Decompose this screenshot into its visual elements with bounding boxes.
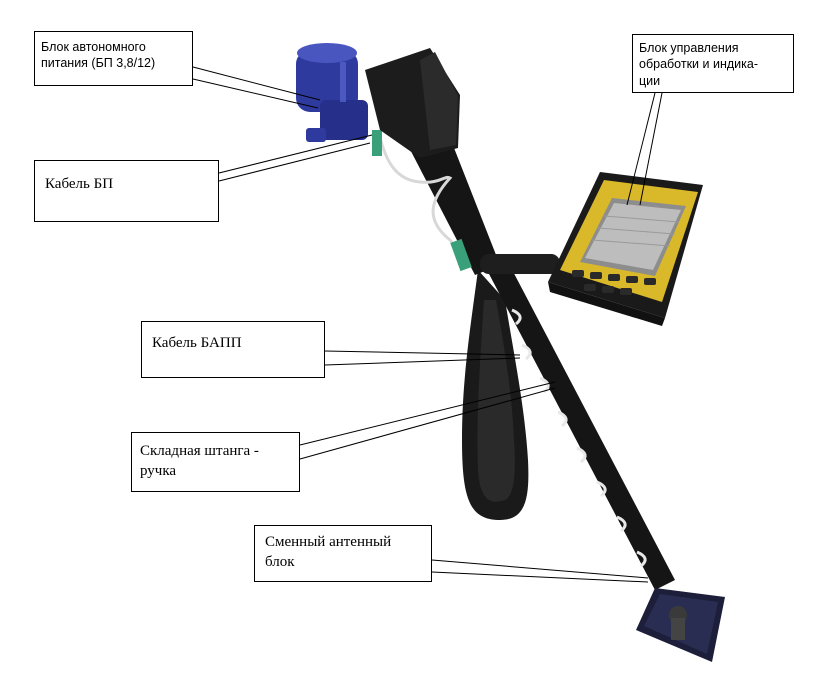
power-cable-connector xyxy=(372,130,382,156)
leader-bapp-cable xyxy=(324,350,521,356)
callout-control-block-label: Блок управления обработки и индика- ции xyxy=(639,41,758,88)
leader-control-block-2 xyxy=(639,92,663,206)
callout-power-block: Блок автономного питания (БП 3,8/12) xyxy=(34,31,193,86)
callout-bapp-cable-label: Кабель БАПП xyxy=(152,335,242,351)
leader-antenna-block-2 xyxy=(431,571,649,583)
callout-antenna-block: Сменный антенный блок xyxy=(254,525,432,582)
callout-bapp-cable: Кабель БАПП xyxy=(141,321,325,378)
leader-control-block xyxy=(626,92,656,206)
rod-connector xyxy=(450,238,472,272)
bapp-cable-spiral xyxy=(511,308,647,568)
strap-inner xyxy=(477,300,515,502)
antenna-block xyxy=(636,588,725,662)
leader-bapp-cable-2 xyxy=(324,357,521,366)
power-block-battery xyxy=(296,43,368,142)
leader-folding-rod xyxy=(299,381,556,446)
control-block-unit xyxy=(548,172,703,326)
leader-antenna-block xyxy=(431,559,649,579)
leader-power-block-2 xyxy=(192,78,319,109)
leader-lines xyxy=(192,66,663,583)
callout-control-block: Блок управления обработки и индика- ции xyxy=(632,34,794,93)
leader-power-block xyxy=(192,66,321,101)
callout-antenna-block-label: Сменный антенный блок xyxy=(265,534,392,570)
folding-rod-upper xyxy=(400,125,500,275)
top-holster-face xyxy=(420,52,458,150)
leader-folding-rod-2 xyxy=(299,387,556,460)
leader-power-cable-2 xyxy=(218,142,371,182)
leader-power-cable xyxy=(218,134,373,174)
callout-power-cable-label: Кабель БП xyxy=(45,176,114,192)
callout-folding-rod-label: Складная штанга - ручка xyxy=(140,443,259,479)
callout-power-block-label: Блок автономного питания (БП 3,8/12) xyxy=(41,40,156,71)
callout-power-cable: Кабель БП xyxy=(34,160,219,222)
handle-grip xyxy=(480,254,560,274)
callout-folding-rod: Складная штанга - ручка xyxy=(131,432,300,492)
folding-rod-lower xyxy=(488,262,675,590)
